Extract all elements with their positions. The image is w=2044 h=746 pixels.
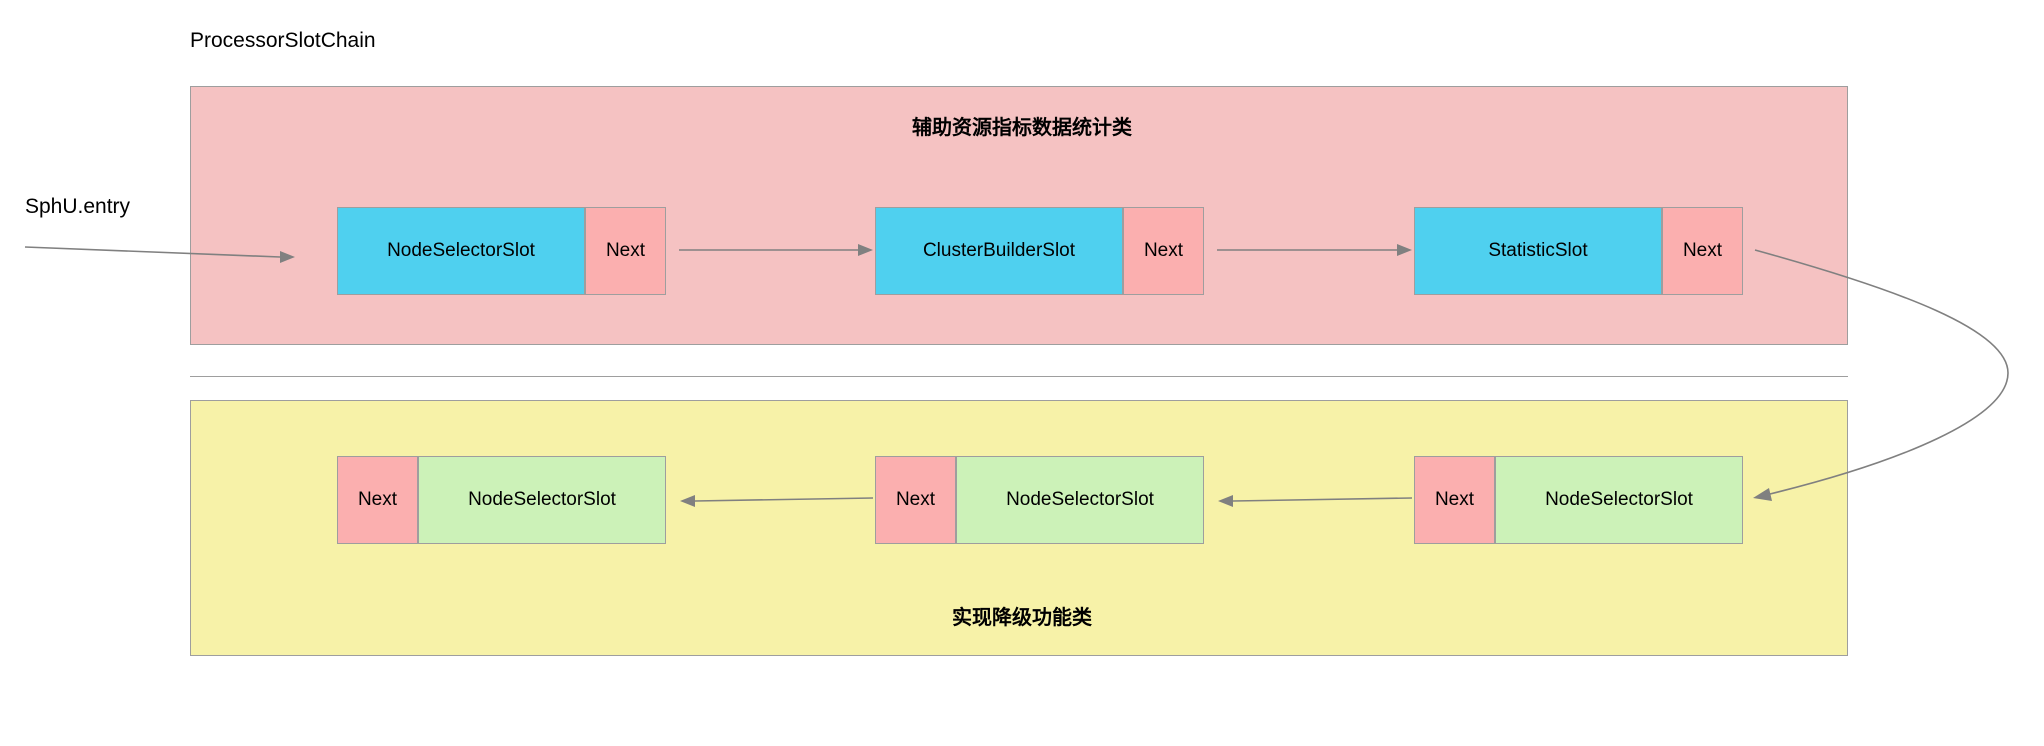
slot-next-pointer: Next xyxy=(585,207,666,295)
slot-next-pointer: Next xyxy=(875,456,956,544)
slot-label: ClusterBuilderSlot xyxy=(875,207,1123,295)
slot-node-selector-slot-bottom-1[interactable]: Next NodeSelectorSlot xyxy=(337,456,666,544)
slot-label: NodeSelectorSlot xyxy=(337,207,585,295)
slot-label: StatisticSlot xyxy=(1414,207,1662,295)
slot-label: NodeSelectorSlot xyxy=(956,456,1204,544)
slot-next-pointer: Next xyxy=(1123,207,1204,295)
entry-label: SphU.entry xyxy=(25,195,131,218)
slot-label: NodeSelectorSlot xyxy=(418,456,666,544)
panel-statistics-caption: 辅助资源指标数据统计类 xyxy=(912,117,1132,139)
panel-divider xyxy=(190,376,1848,377)
slot-node-selector-slot-top[interactable]: NodeSelectorSlot Next xyxy=(337,207,666,295)
slot-statistic-slot-top[interactable]: StatisticSlot Next xyxy=(1414,207,1743,295)
slot-label: NodeSelectorSlot xyxy=(1495,456,1743,544)
slot-next-pointer: Next xyxy=(337,456,418,544)
panel-degrade-caption: 实现降级功能类 xyxy=(952,607,1092,629)
page-title: ProcessorSlotChain xyxy=(190,29,376,52)
slot-cluster-builder-slot-top[interactable]: ClusterBuilderSlot Next xyxy=(875,207,1204,295)
slot-node-selector-slot-bottom-2[interactable]: Next NodeSelectorSlot xyxy=(875,456,1204,544)
slot-next-pointer: Next xyxy=(1662,207,1743,295)
slot-next-pointer: Next xyxy=(1414,456,1495,544)
slot-node-selector-slot-bottom-3[interactable]: Next NodeSelectorSlot xyxy=(1414,456,1743,544)
